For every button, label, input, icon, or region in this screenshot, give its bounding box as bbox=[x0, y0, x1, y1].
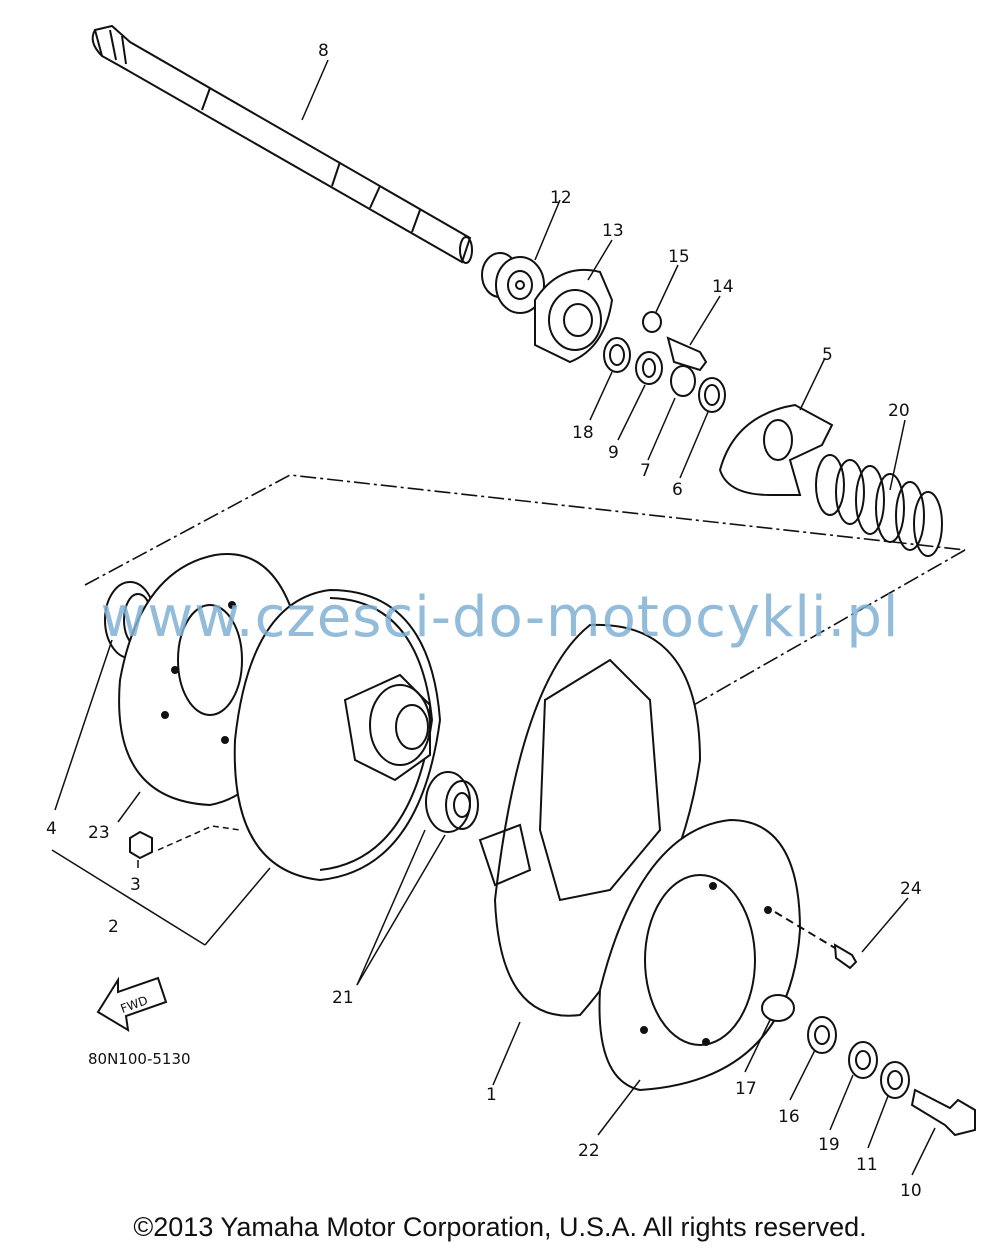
callout-15: 15 bbox=[668, 247, 690, 267]
callout-4: 4 bbox=[46, 819, 57, 839]
spring-part-20 bbox=[815, 454, 943, 557]
shaft-part-8 bbox=[91, 24, 473, 264]
washer-part-11 bbox=[880, 1061, 910, 1099]
callout-8: 8 bbox=[318, 41, 329, 61]
callout-16: 16 bbox=[778, 1107, 800, 1127]
callout-11: 11 bbox=[856, 1155, 878, 1175]
bearing-part-12 bbox=[481, 252, 545, 314]
circlip-part-7 bbox=[670, 365, 696, 397]
part-code: 80N100-5130 bbox=[88, 1050, 191, 1068]
fwd-arrow-icon bbox=[96, 976, 168, 1032]
callout-13: 13 bbox=[602, 221, 624, 241]
washer-part-9 bbox=[635, 351, 663, 385]
hardware-stack bbox=[761, 994, 976, 1137]
callout-14: 14 bbox=[712, 277, 734, 297]
bolt-part-24 bbox=[774, 911, 858, 970]
washer-part-6 bbox=[698, 377, 726, 413]
callout-1: 1 bbox=[486, 1085, 497, 1105]
callout-23: 23 bbox=[88, 823, 110, 843]
callout-21: 21 bbox=[332, 988, 354, 1008]
secondary-sheave-part-1 bbox=[478, 623, 702, 1017]
small-rings-group bbox=[603, 311, 726, 413]
callout-24: 24 bbox=[900, 879, 922, 899]
flange-plate-part-13 bbox=[534, 268, 614, 364]
collar-part-21 bbox=[425, 771, 479, 833]
callout-9: 9 bbox=[608, 443, 619, 463]
primary-sheave-part-2 bbox=[233, 588, 442, 882]
callout-22: 22 bbox=[578, 1141, 600, 1161]
callout-5: 5 bbox=[822, 345, 833, 365]
callout-2: 2 bbox=[108, 917, 119, 937]
callout-19: 19 bbox=[818, 1135, 840, 1155]
bolt-part-14 bbox=[666, 336, 708, 372]
washer-part-16 bbox=[807, 1016, 837, 1054]
watermark-text: www.czesci-do-motocykli.pl bbox=[100, 585, 900, 650]
leader-lines bbox=[51, 59, 936, 1176]
callout-20: 20 bbox=[888, 401, 910, 421]
spacer-part-17 bbox=[761, 994, 795, 1022]
callout-labels: 8 12 13 15 14 5 20 18 9 7 6 4 23 3 2 21 … bbox=[46, 41, 922, 1201]
plate-part-22 bbox=[598, 818, 802, 1092]
callout-18: 18 bbox=[572, 423, 594, 443]
callout-17: 17 bbox=[735, 1079, 757, 1099]
cam-part-5 bbox=[718, 403, 834, 496]
callout-6: 6 bbox=[672, 480, 683, 500]
nut-part-3 bbox=[129, 830, 153, 860]
callout-7: 7 bbox=[640, 461, 651, 481]
washer-part-19 bbox=[848, 1041, 878, 1079]
callout-12: 12 bbox=[550, 188, 572, 208]
bolt-part-10 bbox=[910, 1088, 976, 1137]
washer-part-18 bbox=[603, 337, 631, 373]
callout-10: 10 bbox=[900, 1181, 922, 1201]
washer-part-15 bbox=[642, 311, 662, 333]
callout-3: 3 bbox=[130, 875, 141, 895]
copyright-text: ©2013 Yamaha Motor Corporation, U.S.A. A… bbox=[133, 1212, 867, 1242]
